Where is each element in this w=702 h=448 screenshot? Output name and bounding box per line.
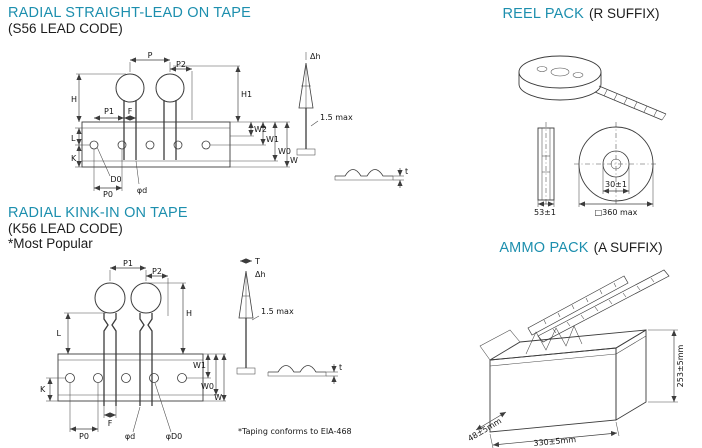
dim-label-l: L [57, 329, 62, 338]
dim-label-l: L [71, 134, 76, 143]
dimension-labels: 253±5mm 330±5mm 48±5mm [466, 344, 685, 448]
tape-cross-section [334, 168, 404, 188]
section-ammo-header: AMMO PACK (A SUFFIX) [460, 239, 702, 257]
reel-suffix: (R SUFFIX) [589, 6, 660, 21]
dim-label-f: F [128, 107, 133, 116]
ammo-title: AMMO PACK [499, 240, 589, 256]
dim-label-w: W [290, 156, 298, 165]
dimension-lines [46, 265, 227, 433]
reel-front-view [574, 122, 658, 206]
section-kink-header: RADIAL KINK-IN ON TAPE (K56 LEAD CODE) *… [8, 205, 188, 251]
dim-label-t: t [405, 167, 408, 176]
dim-label-width: 53±1 [534, 208, 556, 217]
dim-label-max: 1.5 max [320, 113, 353, 122]
dim-label-p0: P0 [103, 190, 113, 199]
reel-pack-diagram: 30±1 □360 max 53±1 [518, 55, 667, 217]
dim-label-t: t [339, 363, 342, 372]
tape-cross-section [267, 364, 338, 384]
component-bodies [115, 73, 185, 160]
dimension-labels: P1 P2 H L K W1 W0 W F P0 φd φD0 T Δh 1.5… [40, 257, 352, 441]
dim-label-max: 1.5 max [261, 307, 294, 316]
dim-label-p: P [148, 51, 153, 60]
component-side-view [296, 52, 319, 156]
kink-in-tape-diagram: P1 P2 H L K W1 W0 W F P0 φd φD0 T Δh 1.5… [40, 257, 352, 441]
dim-label-width: 330±5mm [533, 435, 577, 448]
section-straight-header: RADIAL STRAIGHT-LEAD ON TAPE (S56 LEAD C… [8, 5, 251, 36]
ammo-box [479, 329, 647, 433]
dim-label-hub: 30±1 [605, 180, 627, 189]
dim-label-w2: W2 [254, 125, 267, 134]
dim-label-w: W [214, 393, 222, 402]
dim-label-depth: 48±5mm [466, 416, 503, 443]
dim-label-phid: φd [137, 186, 147, 195]
straight-subtitle: (S56 LEAD CODE) [8, 21, 123, 36]
straight-title: RADIAL STRAIGHT-LEAD ON TAPE [8, 5, 252, 21]
kink-title: RADIAL KINK-IN ON TAPE [8, 205, 188, 221]
straight-lead-tape-diagram: P P2 P1 F H L K H1 W2 W1 W0 W D0 P0 φd Δ… [71, 51, 408, 199]
dim-label-f: F [108, 419, 113, 428]
dim-label-w1: W1 [266, 135, 279, 144]
dim-label-outer: □360 max [595, 208, 638, 217]
carrier-tape [57, 353, 204, 402]
fan-fold-tape [525, 269, 670, 355]
ammo-suffix: (A SUFFIX) [593, 240, 663, 255]
dim-label-h1: H1 [241, 90, 252, 99]
dim-label-p1: P1 [104, 107, 114, 116]
reel-title: REEL PACK [502, 6, 585, 22]
dim-label-height: 253±5mm [676, 344, 685, 387]
dim-label-h: H [71, 95, 77, 104]
dim-label-p2: P2 [176, 60, 186, 69]
dim-label-h: H [186, 309, 192, 318]
reel-isometric-view [518, 55, 667, 121]
dim-label-phido: φD0 [166, 432, 183, 441]
dim-label-w1: W1 [193, 361, 206, 370]
dim-label-k: K [40, 385, 46, 394]
dim-label-dh: Δh [310, 52, 321, 61]
dimension-lines [475, 329, 678, 448]
dim-label-tcap: T [254, 257, 260, 266]
dimension-lines [75, 57, 290, 191]
dim-label-p1: P1 [123, 259, 133, 268]
dim-label-w0: W0 [278, 147, 291, 156]
component-side-view [236, 258, 260, 375]
dim-label-dh: Δh [255, 270, 266, 279]
dim-label-phid: φd [125, 432, 135, 441]
dim-label-p2: P2 [152, 267, 162, 276]
section-reel-header: REEL PACK (R SUFFIX) [460, 5, 702, 23]
kink-subtitle: (K56 LEAD CODE) [8, 221, 123, 236]
reel-side-view [537, 122, 555, 206]
dim-label-w0: W0 [201, 382, 214, 391]
component-bodies [94, 282, 162, 406]
taping-footnote: *Taping conforms to EIA-468 [238, 427, 352, 436]
dim-label-p0: P0 [79, 432, 89, 441]
dimension-labels: 30±1 □360 max 53±1 [534, 180, 638, 217]
carrier-tape [81, 121, 231, 168]
dim-label-d0: D0 [110, 175, 121, 184]
ammo-pack-diagram: 253±5mm 330±5mm 48±5mm [466, 269, 685, 448]
dimension-labels: P P2 P1 F H L K H1 W2 W1 W0 W D0 P0 φd Δ… [71, 51, 408, 199]
dim-label-k: K [71, 154, 77, 163]
kink-note: *Most Popular [8, 236, 93, 251]
dimension-lines [537, 164, 654, 207]
